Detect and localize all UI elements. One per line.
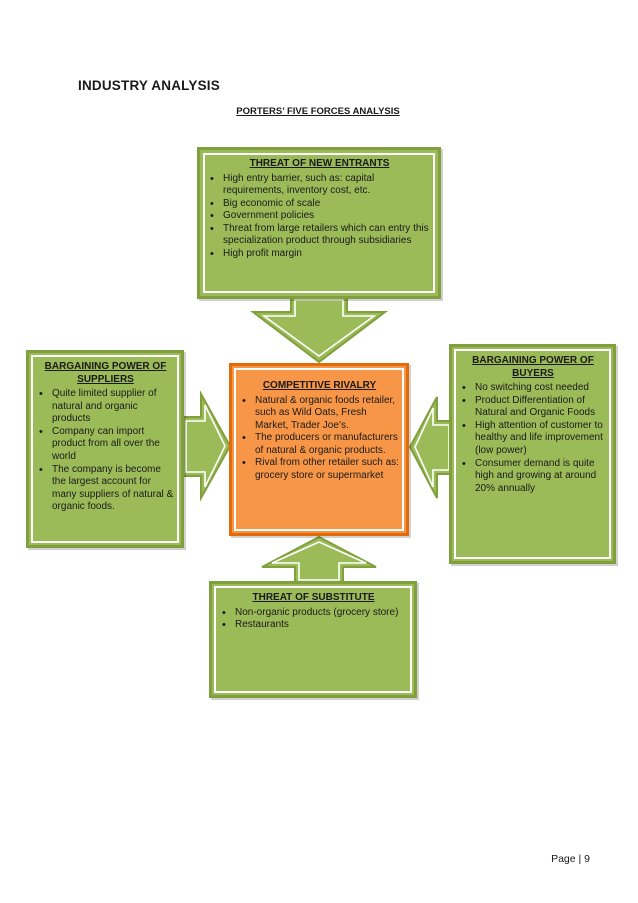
competitive-rivalry-title: COMPETITIVE RIVALRY (262, 380, 377, 391)
arrow-up-inner (271, 541, 367, 581)
list-item: Product Differentiation of Natural and O… (460, 395, 606, 420)
arrow-down-inner (261, 299, 377, 357)
page-number: Page | 9 (551, 853, 590, 865)
threat-substitute-list: Non-organic products (grocery store) Res… (220, 607, 407, 632)
threat-substitute-title: THREAT OF SUBSTITUTE (252, 592, 375, 603)
competitive-rivalry-box: COMPETITIVE RIVALRY Natural & organic fo… (229, 363, 409, 536)
competitive-rivalry-list: Natural & organic foods retailer, such a… (240, 395, 399, 483)
list-item: Rival from other retailer such as: groce… (240, 457, 399, 482)
list-item: Government policies (208, 210, 431, 223)
list-item: No switching cost needed (460, 382, 606, 395)
arrow-right-inner (185, 404, 226, 488)
bargaining-buyers-box: BARGAINING POWER OF BUYERS No switching … (449, 344, 616, 564)
list-item: Threat from large retailers which can en… (208, 223, 431, 248)
list-item: Consumer demand is quite high and growin… (460, 458, 606, 496)
list-item: High profit margin (208, 248, 431, 261)
bargaining-buyers-title: BARGAINING POWER OF BUYERS (472, 355, 594, 379)
threat-new-entrants-title: THREAT OF NEW ENTRANTS (249, 158, 390, 169)
list-item: Quite limited supplier of natural and or… (37, 388, 174, 426)
list-item: Non-organic products (grocery store) (220, 607, 407, 620)
bargaining-suppliers-title: BARGAINING POWER OF SUPPLIERS (44, 361, 167, 385)
threat-new-entrants-list: High entry barrier, such as: capital req… (208, 173, 431, 261)
list-item: The producers or manufacturers of natura… (240, 432, 399, 457)
subheading-text: PORTERS’ FIVE FORCES ANALYSIS (236, 106, 400, 117)
arrow-down-shape (250, 297, 388, 364)
bargaining-suppliers-list: Quite limited supplier of natural and or… (37, 388, 174, 514)
list-item: Natural & organic foods retailer, such a… (240, 395, 399, 433)
list-item: Company can import product from all over… (37, 426, 174, 464)
bargaining-suppliers-box: BARGAINING POWER OF SUPPLIERS Quite limi… (26, 350, 184, 548)
arrow-up-shape (261, 535, 377, 583)
page-subheading: PORTERS’ FIVE FORCES ANALYSIS (0, 106, 638, 117)
list-item: Restaurants (220, 619, 407, 632)
list-item: Big economic of scale (208, 198, 431, 211)
threat-new-entrants-box: THREAT OF NEW ENTRANTS High entry barrie… (197, 147, 441, 299)
list-item: The company is become the largest accoun… (37, 464, 174, 514)
bargaining-buyers-list: No switching cost needed Product Differe… (460, 382, 606, 495)
page-heading: INDUSTRY ANALYSIS (78, 78, 220, 93)
list-item: High attention of customer to healthy an… (460, 420, 606, 458)
arrow-left-inner (414, 407, 450, 488)
list-item: High entry barrier, such as: capital req… (208, 173, 431, 198)
threat-substitute-box: THREAT OF SUBSTITUTE Non-organic product… (209, 581, 417, 698)
